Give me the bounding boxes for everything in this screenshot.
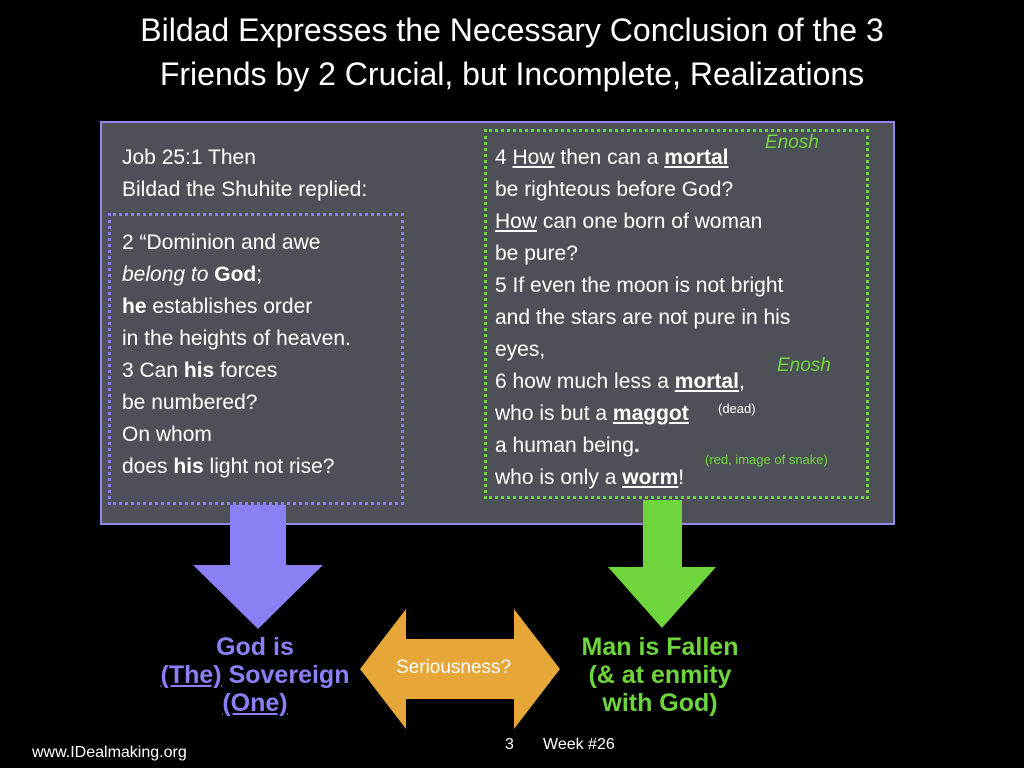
title-line-1: Bildad Expresses the Necessary Conclusio… <box>140 12 884 48</box>
verse-text: light not rise? <box>203 455 335 478</box>
verse-2-line-1: 2 “Dominion and awe <box>122 231 321 254</box>
purple-down-arrow <box>193 505 323 629</box>
conclusion-text: Sovereign <box>221 661 350 689</box>
verse-3-line-3: On whom <box>122 423 212 446</box>
verse-4-line-4: be pure? <box>495 242 578 265</box>
verse-text: who is only a <box>495 466 623 489</box>
verse-3-line-2: be numbered? <box>122 391 258 414</box>
underlined-how: How <box>512 146 555 169</box>
underlined-one: (One) <box>222 689 288 717</box>
bold-his: his <box>183 359 215 382</box>
punct: , <box>738 370 745 393</box>
verse-3-line-4: does his light not rise? <box>122 451 334 483</box>
verse-4-line-3: How can one born of woman <box>495 206 762 238</box>
website-footer: www.IDealmaking.org <box>32 744 187 761</box>
intro-line-2: Bildad the Shuhite replied: <box>122 178 368 201</box>
title-line-2: Friends by 2 Crucial, but Incomplete, Re… <box>159 56 865 92</box>
underlined-the: (The) <box>160 661 222 689</box>
underlined-how: How <box>495 210 538 233</box>
intro-line-1: Job 25:1 Then <box>122 146 256 169</box>
verse-6-line-1: 6 how much less a mortal, <box>495 366 745 398</box>
verse-text: a human being <box>495 434 634 457</box>
verse-text: can one born of woman <box>537 210 763 233</box>
verse-2-line-2: belong to God; <box>122 259 262 291</box>
punct: ! <box>678 466 685 489</box>
italic-phrase: belong to <box>122 263 209 286</box>
slide-number: 3 <box>505 736 514 753</box>
bold-mortal: mortal <box>674 370 739 393</box>
bold-his: his <box>173 455 204 478</box>
conclusion-line: God is <box>216 633 294 661</box>
mortality-highlight-box <box>484 129 869 499</box>
red-snake-note: (red, image of snake) <box>705 452 828 467</box>
conclusion-line: (& at enmity <box>588 661 732 689</box>
dead-note: (dead) <box>718 401 756 416</box>
bold-mortal: mortal <box>664 146 729 169</box>
orange-double-arrow <box>360 609 560 729</box>
verse-6-line-3: a human being. <box>495 430 640 462</box>
seriousness-label: Seriousness? <box>396 657 512 678</box>
verse-text: who is but a <box>495 402 613 425</box>
verse-text: establishes order <box>146 295 313 318</box>
verse-5-line-1: 5 If even the moon is not bright <box>495 274 784 297</box>
verse-5-line-2: and the stars are not pure in his <box>495 306 791 329</box>
verse-5-line-3: eyes, <box>495 338 546 361</box>
bold-god: God <box>214 263 257 286</box>
verse-text: then can a <box>554 146 665 169</box>
verse-3-line-1: 3 Can his forces <box>122 355 277 387</box>
verse-2-line-4: in the heights of heaven. <box>122 327 351 350</box>
bold-worm: worm <box>622 466 679 489</box>
conclusion-line: Man is Fallen <box>581 633 739 661</box>
verse-2-line-3: he establishes order <box>122 291 312 323</box>
man-fallen-conclusion: Man is Fallen (& at enmity with God) <box>555 633 765 717</box>
punct: ; <box>256 263 263 286</box>
enosh-note-1: Enosh <box>765 132 819 153</box>
scripture-panel <box>100 121 895 525</box>
week-label: Week #26 <box>543 736 615 753</box>
slide-title: Bildad Expresses the Necessary Conclusio… <box>0 8 1024 96</box>
god-sovereign-conclusion: God is (The) Sovereign (One) <box>130 633 380 717</box>
verse-6-line-4: who is only a worm! <box>495 462 684 494</box>
sovereignty-highlight-box <box>108 213 404 505</box>
verse-text: forces <box>214 359 278 382</box>
verse-number: 4 <box>495 146 513 169</box>
enosh-note-2: Enosh <box>777 355 831 376</box>
bold-period: . <box>633 434 640 457</box>
conclusion-line: with God) <box>602 689 718 717</box>
verse-6-line-2: who is but a maggot <box>495 398 689 430</box>
verse-text: 3 Can <box>122 359 184 382</box>
verse-4-line-2: be righteous before God? <box>495 178 734 201</box>
verse-text: 6 how much less a <box>495 370 675 393</box>
bold-he: he <box>122 295 147 318</box>
conclusion-line: (The) Sovereign <box>130 661 380 689</box>
green-down-arrow <box>608 500 716 628</box>
bold-maggot: maggot <box>612 402 689 425</box>
verse-text: does <box>122 455 174 478</box>
verse-4-line-1: 4 How then can a mortal <box>495 142 728 174</box>
